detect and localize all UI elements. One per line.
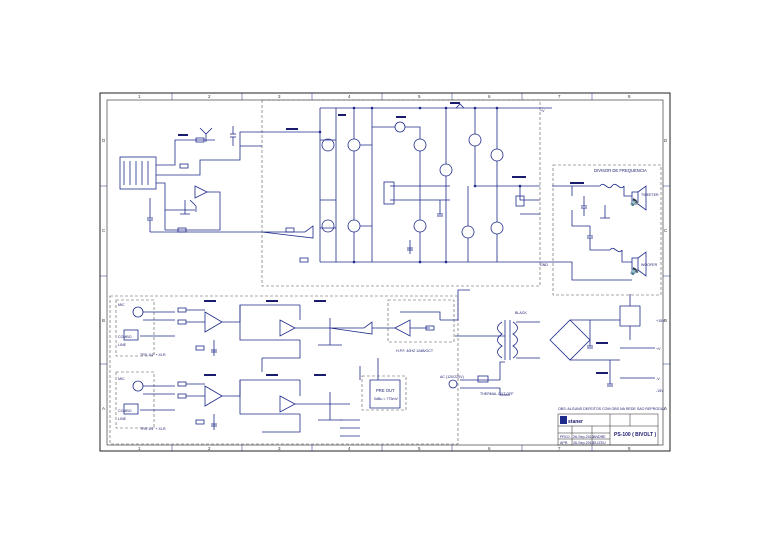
hpf-label: H.P.F. 40HZ 12dB/OCT bbox=[396, 349, 434, 353]
grid-col-2-bottom: 2 bbox=[208, 446, 211, 451]
inner-frame bbox=[106, 99, 664, 446]
mic-2-label: MIC bbox=[118, 377, 125, 381]
crossover-title: DIVISOR DE FREQUENCIA bbox=[594, 168, 647, 173]
grid-col-7-bottom: 7 bbox=[558, 446, 561, 451]
proj-name: ANDRE bbox=[593, 435, 606, 439]
pre-out-label: PRE OUT bbox=[376, 388, 395, 393]
pre-out-circuit bbox=[359, 358, 401, 409]
combo-2-label: COMBO bbox=[118, 409, 132, 413]
v15p-label: +15V bbox=[656, 319, 665, 323]
tweeter-icon: 🔈 bbox=[630, 196, 641, 207]
mic-input-2-box bbox=[115, 371, 155, 429]
apr-name: ELIZEU bbox=[593, 441, 606, 445]
power-amplifier-circuit bbox=[261, 103, 552, 263]
pre-out-sub: 0dBu = 775mV bbox=[374, 397, 398, 401]
grid-col-3: 3 bbox=[278, 94, 281, 99]
component-labels bbox=[178, 102, 608, 376]
ac-input-label: AC (120/220V) bbox=[440, 375, 464, 379]
proj-label: PROJ. bbox=[560, 435, 571, 439]
brand-logo: staner bbox=[568, 419, 583, 425]
preamp-channel-1 bbox=[123, 304, 395, 372]
grid-ticks bbox=[100, 93, 670, 451]
power-supply-circuit bbox=[448, 294, 655, 396]
mic-1-label: MIC bbox=[118, 303, 125, 307]
woofer-label: WOOFER bbox=[641, 263, 658, 267]
line-2-label: LINE bbox=[118, 417, 127, 421]
model-title: PS-100 ( BIVOLT ) bbox=[614, 432, 656, 438]
combo-1-label: COMBO bbox=[118, 335, 132, 339]
preamp-channel-2 bbox=[123, 379, 360, 437]
gnd-label: GND bbox=[540, 263, 548, 267]
grid-row-a-right: A bbox=[664, 406, 667, 411]
grid-row-d-right: D bbox=[664, 138, 668, 143]
title-block bbox=[557, 413, 659, 446]
grid-row-a: A bbox=[102, 406, 105, 411]
grid-row-c-right: C bbox=[664, 228, 668, 233]
grid-row-b: B bbox=[102, 318, 105, 323]
grid-col-7: 7 bbox=[558, 94, 561, 99]
mic-input-1-box bbox=[115, 299, 155, 357]
grid-row-c: C bbox=[102, 228, 106, 233]
hpf-block bbox=[387, 299, 455, 343]
grid-col-1-bottom: 1 bbox=[138, 446, 141, 451]
grid-col-4: 4 bbox=[348, 94, 351, 99]
crossover-circuit bbox=[552, 183, 647, 281]
tweeter-label: TWEETER bbox=[641, 193, 659, 197]
hpf-circuit bbox=[394, 289, 470, 337]
proj-date: 26-Sep-2012 bbox=[573, 435, 594, 439]
power-rail-label: +V bbox=[540, 109, 545, 113]
grid-col-1: 1 bbox=[138, 94, 141, 99]
grid-col-8-bottom: 8 bbox=[628, 446, 631, 451]
woofer-icon: 🔈 bbox=[630, 265, 641, 276]
grid-col-5: 5 bbox=[418, 94, 421, 99]
v15m-label: -15V bbox=[656, 389, 664, 393]
preamp-block bbox=[109, 295, 459, 445]
note-text: OBS: ALGUNS DEFEITOS COM OBS NA REDE SAO… bbox=[558, 407, 666, 411]
trs-1-label: TRS 1/4" + XLR bbox=[140, 353, 166, 357]
grid-col-6: 6 bbox=[488, 94, 491, 99]
crossover-block bbox=[552, 164, 662, 296]
power-amp-block bbox=[261, 99, 541, 287]
power-amp-junctions bbox=[318, 106, 522, 264]
vminus-label: -V bbox=[656, 377, 660, 381]
grid-col-2: 2 bbox=[208, 94, 211, 99]
protection-circuit bbox=[119, 126, 262, 233]
apr-date: 26-Sep-2012 bbox=[573, 441, 594, 445]
grid-col-5-bottom: 5 bbox=[418, 446, 421, 451]
thermal-label: THERMAL CUT-OFF bbox=[480, 392, 514, 396]
grid-col-8: 8 bbox=[628, 94, 631, 99]
trs-2-label: TRS 1/4" + XLR bbox=[140, 427, 166, 431]
grid-col-6-bottom: 6 bbox=[488, 446, 491, 451]
grid-row-b-right: B bbox=[664, 318, 667, 323]
black-label: BLACK bbox=[515, 311, 527, 315]
grid-col-3-bottom: 3 bbox=[278, 446, 281, 451]
line-1-label: LINE bbox=[118, 343, 127, 347]
pre-out-block bbox=[361, 375, 407, 411]
grid-col-4-bottom: 4 bbox=[348, 446, 351, 451]
vplus-label: +V bbox=[656, 347, 661, 351]
outer-frame bbox=[99, 92, 671, 452]
apr-label: APR. bbox=[560, 441, 568, 445]
grid-row-d: D bbox=[102, 138, 106, 143]
